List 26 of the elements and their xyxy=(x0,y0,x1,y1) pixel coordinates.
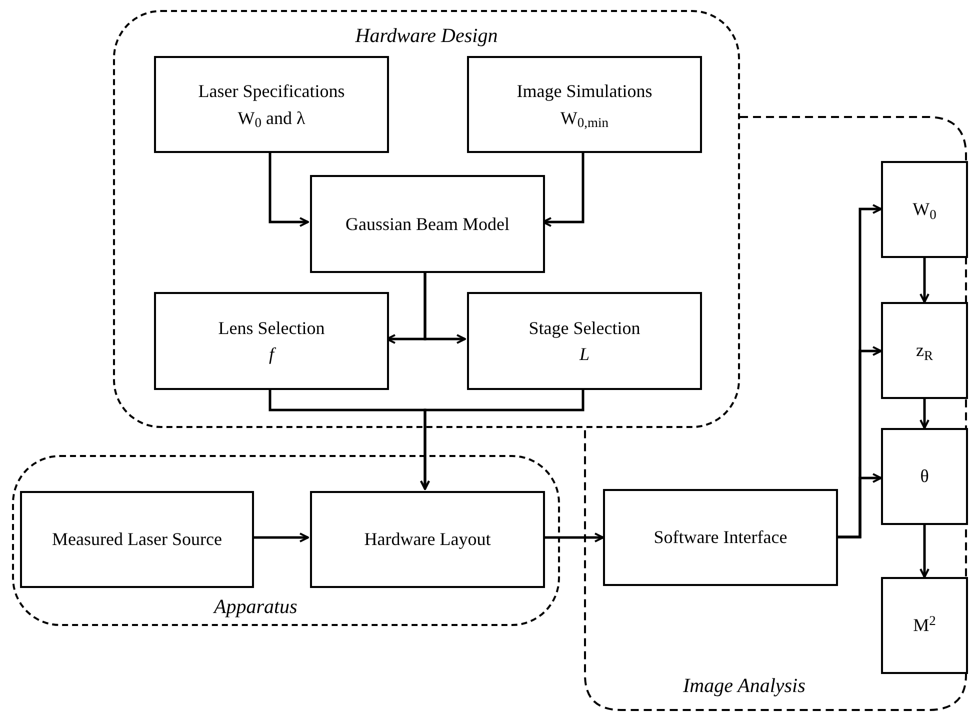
process-box: Laser Specifications W$_{0}$ and λ xyxy=(154,56,389,153)
arrow xyxy=(420,388,584,490)
dashed-group xyxy=(113,10,740,428)
process-box: z$_{R}$ xyxy=(881,302,968,399)
arrow xyxy=(543,532,604,542)
process-box: Measured Laser Source xyxy=(20,491,254,588)
process-box: Gaussian Beam Model xyxy=(310,175,545,273)
group-title: Hardware Design xyxy=(355,26,498,46)
process-box: Lens Selection f xyxy=(154,292,389,390)
process-box: W$_{0}$ xyxy=(881,161,968,258)
dashed-group xyxy=(12,455,560,626)
arrow xyxy=(838,473,882,538)
process-box: θ xyxy=(881,428,968,525)
process-box: M$^{2}$ xyxy=(881,577,968,674)
arrow xyxy=(920,258,930,303)
arrow xyxy=(920,399,930,429)
process-box: Hardware Layout xyxy=(310,491,545,588)
process-box: Software Interface xyxy=(603,489,838,586)
arrow xyxy=(268,151,309,227)
group-title: Apparatus xyxy=(214,597,298,617)
process-box: Image Simulations W$_{0,min}$ xyxy=(467,56,702,153)
arrow xyxy=(920,525,930,578)
process-box: Stage Selection L xyxy=(467,292,702,390)
arrow xyxy=(252,532,309,542)
group-title: Image Analysis xyxy=(683,676,806,696)
arrow xyxy=(424,271,466,344)
